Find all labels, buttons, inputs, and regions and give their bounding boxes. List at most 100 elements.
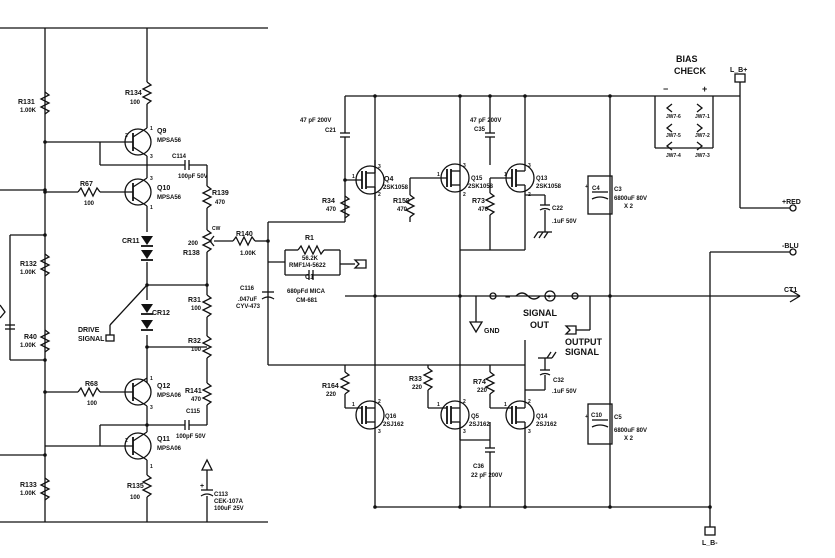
- svg-text:OUTPUT: OUTPUT: [565, 337, 603, 347]
- svg-text:R131: R131: [18, 99, 35, 106]
- svg-text:100pF 50V: 100pF 50V: [176, 434, 206, 440]
- potentiometer-r138: 200 R138 CW: [183, 208, 221, 295]
- svg-text:MPSA56: MPSA56: [157, 138, 182, 144]
- capacitor-bank-c10-c5: + C10 C5 6800uF 80V X 2: [585, 403, 647, 445]
- resistor-r40: R40 1.00K: [20, 329, 51, 353]
- svg-text:3: 3: [150, 176, 153, 182]
- svg-text:Q9: Q9: [157, 128, 166, 135]
- svg-text:C32: C32: [553, 378, 565, 384]
- resistor-r131: R131 1.00K: [18, 91, 51, 115]
- resistor-r73: R73 470: [460, 178, 525, 251]
- svg-text:JW7-1: JW7-1: [695, 114, 710, 120]
- transistor-q9: Q9 MPSA56 2 1 3: [43, 126, 182, 166]
- svg-text:C10: C10: [591, 413, 603, 419]
- svg-text:6800uF 80V: 6800uF 80V: [614, 196, 647, 202]
- svg-text:GND: GND: [484, 328, 500, 335]
- svg-text:C113: C113: [214, 492, 229, 498]
- svg-text:R31: R31: [188, 297, 201, 304]
- svg-text:SIGNAL: SIGNAL: [565, 347, 600, 357]
- svg-text:.047uF: .047uF: [238, 297, 257, 303]
- blu-terminal: -BLU CT1 L_B-: [702, 243, 799, 547]
- svg-text:2SJ162: 2SJ162: [536, 422, 557, 428]
- svg-text:C22: C22: [552, 206, 564, 212]
- svg-text:+: +: [547, 294, 551, 301]
- svg-text:R133: R133: [20, 482, 37, 489]
- svg-text:1: 1: [437, 402, 440, 408]
- svg-text:470: 470: [191, 397, 202, 403]
- svg-text:+RED: +RED: [782, 199, 801, 206]
- svg-text:1.00K: 1.00K: [240, 251, 257, 257]
- svg-text:1.00K: 1.00K: [20, 108, 37, 114]
- svg-text:2: 2: [528, 399, 531, 405]
- svg-text:R67: R67: [80, 181, 93, 188]
- svg-text:2SK1058: 2SK1058: [383, 185, 409, 191]
- svg-text:+: +: [200, 483, 204, 490]
- svg-text:Q15: Q15: [471, 176, 483, 182]
- svg-text:3: 3: [463, 163, 466, 169]
- capacitor-bank-c4-c3: + C4 C3 6800uF 80V X 2: [585, 175, 647, 215]
- svg-text:2: 2: [463, 399, 466, 405]
- svg-text:JW7-6: JW7-6: [666, 114, 681, 120]
- svg-text:Q16: Q16: [385, 414, 397, 420]
- resistor-r135: R135 100: [127, 460, 153, 522]
- resistor-r134: R134 100: [125, 28, 153, 128]
- svg-text:R134: R134: [125, 90, 142, 97]
- svg-text:1: 1: [352, 174, 355, 180]
- svg-text:JW7-2: JW7-2: [695, 133, 710, 139]
- capacitor-c1: C1 680pFd MICA CM-681: [285, 270, 340, 304]
- capacitor-c36: C36 22 pF 200V: [459, 422, 502, 507]
- svg-text:X 2: X 2: [624, 204, 634, 210]
- svg-text:R34: R34: [322, 198, 335, 205]
- svg-text:R140: R140: [236, 231, 253, 238]
- svg-text:1.00K: 1.00K: [20, 270, 37, 276]
- svg-text:C1: C1: [305, 274, 314, 281]
- svg-text:CT1: CT1: [784, 287, 797, 294]
- svg-text:3: 3: [528, 429, 531, 435]
- svg-text:1: 1: [352, 402, 355, 408]
- capacitor-c22: C22 .1uF 50V: [525, 194, 577, 239]
- svg-text:Q13: Q13: [536, 176, 548, 182]
- svg-text:100pF 50V: 100pF 50V: [178, 174, 208, 180]
- transistor-q11: Q11 MPSA06 2 1: [45, 406, 182, 470]
- svg-text:R159: R159: [393, 198, 410, 205]
- ground-symbol: GND: [468, 296, 500, 335]
- svg-text:R138: R138: [183, 250, 200, 257]
- svg-text:2: 2: [463, 192, 466, 198]
- svg-text:CR12: CR12: [152, 310, 170, 317]
- svg-text:1: 1: [504, 402, 507, 408]
- svg-text:X 2: X 2: [624, 436, 634, 442]
- svg-text:Q4: Q4: [384, 176, 393, 183]
- svg-text:Q12: Q12: [157, 383, 170, 390]
- resistor-r139: R139 470: [201, 165, 229, 209]
- mosfet-q4: 1 3 2 Q4 2SK1058: [343, 160, 409, 200]
- svg-text:3: 3: [528, 163, 531, 169]
- svg-text:1: 1: [504, 172, 507, 178]
- signal-out-terminals: − + SIGNAL OUT: [489, 290, 579, 330]
- svg-text:C3: C3: [614, 187, 622, 193]
- svg-text:MPSA56: MPSA56: [157, 195, 182, 201]
- svg-text:C116: C116: [240, 286, 255, 292]
- svg-text:680pFd MICA: 680pFd MICA: [287, 289, 326, 295]
- svg-text:22 pF 200V: 22 pF 200V: [471, 473, 502, 479]
- mosfet-q5: 1 2 3 Q5 2SJ162: [437, 399, 490, 435]
- mosfet-q15: 1 3 2 Q15 2SK1058: [410, 163, 494, 198]
- svg-text:R139: R139: [212, 190, 229, 197]
- mosfet-q13: 1 3 2 Q13 2SK1058: [490, 160, 562, 250]
- mosfet-q14: 1 2 3 Q14 2SJ162: [504, 340, 557, 450]
- svg-text:OUT: OUT: [530, 320, 550, 330]
- resistor-r68: R68 100: [43, 381, 133, 407]
- svg-text:100: 100: [84, 201, 95, 207]
- svg-text:.1uF 50V: .1uF 50V: [552, 389, 577, 395]
- svg-text:C21: C21: [325, 128, 337, 134]
- resistor-r140: R140 1.00K: [214, 231, 268, 257]
- svg-text:R68: R68: [85, 381, 98, 388]
- svg-text:C115: C115: [186, 409, 201, 415]
- svg-text:-BLU: -BLU: [782, 243, 799, 250]
- driver-center-column: [145, 206, 149, 383]
- capacitor-c35: 47 pF 200V C35: [470, 94, 501, 165]
- svg-text:−: −: [505, 292, 510, 302]
- svg-text:3: 3: [150, 405, 153, 411]
- resistor-r32: R32 100: [145, 335, 213, 383]
- resistor-r164: R164 220: [322, 365, 351, 408]
